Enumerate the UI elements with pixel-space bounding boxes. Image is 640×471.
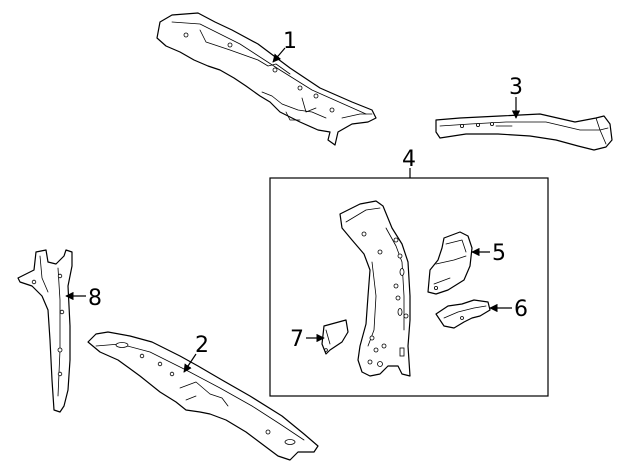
part-4-center-support (339, 200, 411, 377)
part-1-upper-tie-bar (156, 12, 377, 146)
kit-box-4 (269, 177, 549, 397)
part-7-bracket (321, 319, 349, 355)
part-6-brace (435, 299, 491, 329)
callout-2: 2 (195, 333, 209, 358)
callout-4: 4 (402, 147, 416, 172)
callout-7: 7 (290, 327, 304, 352)
callout-1: 1 (283, 29, 297, 54)
callout-3: 3 (509, 75, 523, 100)
callout-6: 6 (514, 297, 528, 322)
callout-5: 5 (492, 241, 506, 266)
callout-8: 8 (88, 286, 102, 311)
leader-1 (272, 47, 286, 63)
part-2-lower-tie-bar (87, 331, 319, 461)
part-5-bracket (427, 231, 473, 295)
part-8-vertical-support (17, 249, 73, 413)
leader-2 (183, 353, 197, 373)
part-3-side-member (435, 113, 613, 151)
